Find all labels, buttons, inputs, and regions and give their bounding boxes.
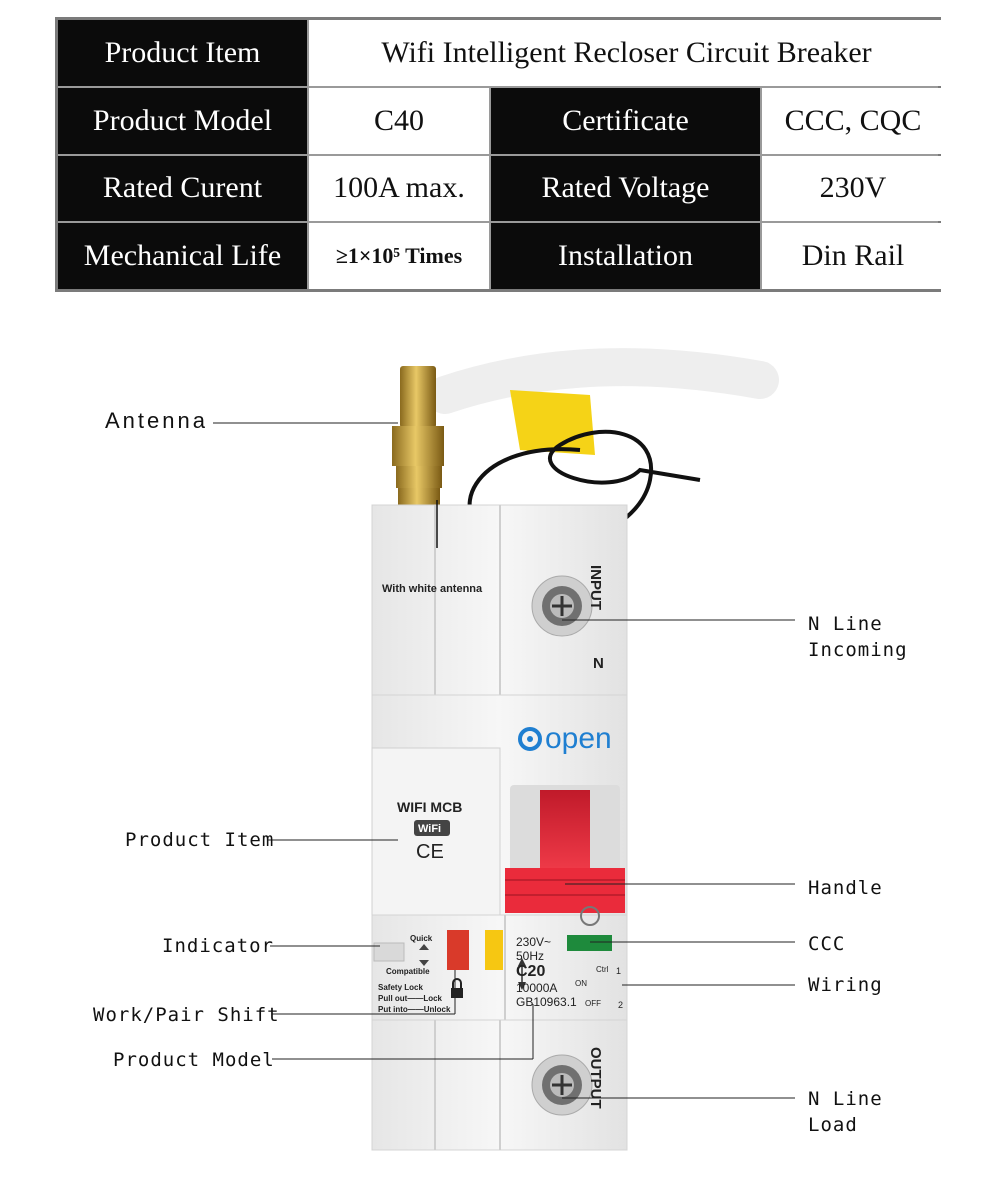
callout-handle: Handle bbox=[808, 877, 883, 899]
spec-label-rated-voltage: Rated Voltage bbox=[491, 155, 760, 222]
callout-indicator: Indicator bbox=[162, 935, 274, 957]
callout-product-item: Product Item bbox=[125, 829, 275, 851]
spec-value-mechanical-life: ≥1×10⁵ Times bbox=[309, 223, 489, 289]
spec-value-product-item: Wifi Intelligent Recloser Circuit Breake… bbox=[309, 20, 944, 86]
callout-n-line-load-1: N Line bbox=[808, 1088, 883, 1110]
indicator-window bbox=[373, 942, 405, 962]
pull-out-label: Pull out——Lock bbox=[378, 994, 443, 1003]
safety-lock-label: Safety Lock bbox=[378, 983, 423, 992]
callout-wiring: Wiring bbox=[808, 974, 883, 996]
arrow-down-icon bbox=[419, 960, 429, 966]
put-into-label: Put into——Unlock bbox=[378, 1005, 451, 1014]
output-label: OUTPUT bbox=[587, 1047, 604, 1109]
standard-label: GB10963.1 bbox=[516, 995, 577, 1009]
spec-table: Product Item Wifi Intelligent Recloser C… bbox=[55, 17, 944, 292]
quick-label: Quick bbox=[410, 934, 433, 943]
callout-product-model: Product Model bbox=[113, 1049, 275, 1071]
brand-name: open bbox=[545, 722, 612, 755]
spec-label-product-model: Product Model bbox=[58, 87, 307, 154]
brand-logo-icon bbox=[518, 727, 542, 751]
antenna-connector-icon bbox=[392, 366, 444, 508]
callout-ccc: CCC bbox=[808, 933, 846, 955]
spec-value-rated-current: 100A max. bbox=[309, 155, 489, 222]
handle-icon bbox=[540, 790, 590, 870]
wire-1-label: 1 bbox=[616, 966, 621, 976]
off-label: OFF bbox=[585, 999, 601, 1008]
frequency-label: 50Hz bbox=[516, 949, 544, 963]
callout-n-line-incoming-2: Incoming bbox=[808, 639, 908, 661]
callout-n-line-incoming-1: N Line bbox=[808, 613, 883, 635]
wire-2-label: 2 bbox=[618, 1000, 623, 1010]
compatible-label: Compatible bbox=[386, 967, 430, 976]
ccc-mark-icon bbox=[580, 906, 600, 926]
callout-n-line-load-2: Load bbox=[808, 1114, 858, 1136]
spec-value-rated-voltage: 230V bbox=[762, 155, 944, 222]
ce-mark: CE bbox=[416, 841, 444, 863]
spec-label-certificate: Certificate bbox=[491, 87, 760, 154]
antenna-note: With white antenna bbox=[382, 583, 483, 595]
work-pair-slider bbox=[447, 930, 469, 970]
wifi-badge-icon bbox=[414, 820, 450, 836]
spec-label-mechanical-life: Mechanical Life bbox=[58, 223, 307, 289]
ctrl-label: Ctrl bbox=[596, 965, 609, 974]
output-screw-icon bbox=[531, 1054, 593, 1116]
callout-antenna: Antenna bbox=[105, 408, 208, 433]
callout-work-pair-shift: Work/Pair Shift bbox=[93, 1004, 280, 1026]
input-n-label: N bbox=[593, 655, 604, 672]
spec-value-product-model: C40 bbox=[309, 87, 489, 154]
capacity-label: 10000A bbox=[516, 981, 557, 995]
voltage-label: 230V~ bbox=[516, 935, 551, 949]
padlock-icon bbox=[451, 978, 463, 998]
on-label: ON bbox=[575, 979, 587, 988]
spec-label-rated-current: Rated Curent bbox=[58, 155, 307, 222]
callout-lines bbox=[213, 422, 795, 1099]
yellow-slider bbox=[485, 930, 503, 970]
model-label: C20 bbox=[516, 963, 545, 980]
wifi-mcb-label: WIFI MCB bbox=[397, 799, 462, 815]
white-antenna-cable bbox=[426, 348, 779, 414]
black-wire bbox=[467, 429, 701, 549]
spec-value-installation: Din Rail bbox=[762, 223, 944, 289]
arrow-up-icon bbox=[419, 944, 429, 950]
spec-value-certificate: CCC, CQC bbox=[762, 87, 944, 154]
wifi-badge-text: WiFi bbox=[418, 823, 441, 835]
yellow-tag bbox=[510, 390, 595, 455]
spec-label-product-item: Product Item bbox=[58, 20, 307, 86]
ccc-indicator-green bbox=[567, 935, 612, 951]
spec-label-installation: Installation bbox=[491, 223, 760, 289]
input-screw-icon bbox=[531, 575, 593, 637]
input-label: INPUT bbox=[587, 565, 604, 610]
